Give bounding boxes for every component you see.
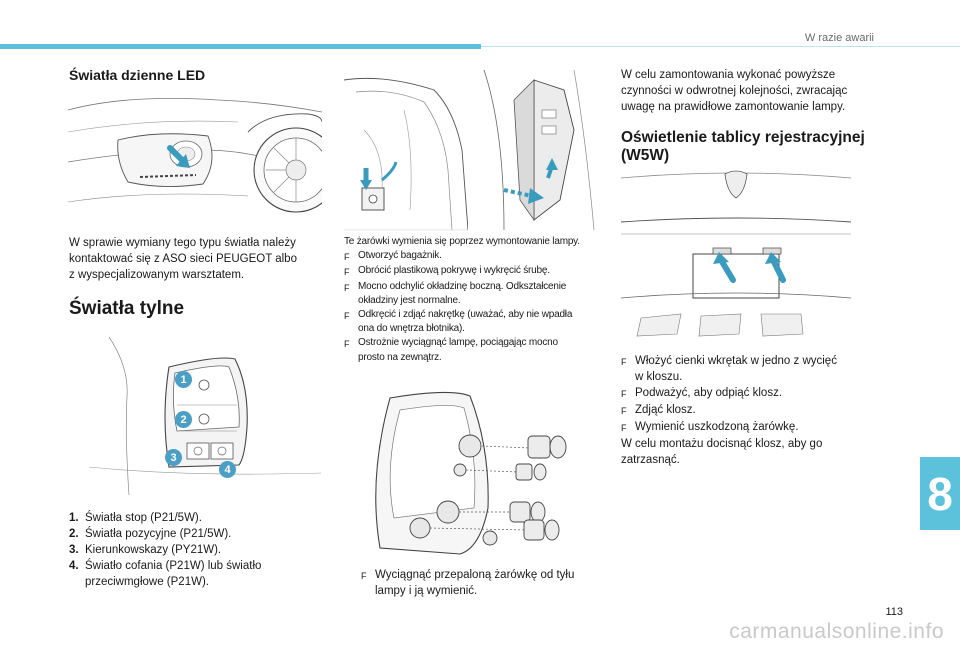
text-line: z wyspecjalizowanym warsztatem. (69, 269, 245, 281)
callout-badge: 2 (175, 411, 192, 428)
bullet-icon: F (621, 389, 627, 399)
list-text: w kloszu. (635, 371, 683, 383)
list-item: F Mocno odchylić okładzinę boczną. Odksz… (344, 280, 604, 308)
bullet-icon: F (621, 357, 627, 367)
text-line: kontaktować się z ASO sieci PEUGEOT albo (69, 253, 297, 265)
list-item: F Wyciągnąć przepaloną żarówkę od tyłu l… (361, 567, 601, 599)
callout-badge: 1 (175, 371, 192, 388)
list-item: F Wymienić uszkodzoną żarówkę. (621, 419, 861, 436)
bullet-icon: F (344, 311, 350, 322)
list-text: Światła stop (P21/5W). (85, 512, 202, 524)
list-item: 3. Kierunkowskazy (PY21W). (69, 542, 329, 558)
side-trim-illustration (474, 70, 598, 232)
list-text: Światła pozycyjne (P21/5W). (85, 528, 232, 540)
page-number: 113 (885, 606, 903, 618)
list-text: Włożyć cienki wkrętak w jedno z wycięć (635, 355, 837, 367)
list-text: Mocno odchylić okładzinę boczną. Odkszta… (358, 280, 567, 292)
drl-heading: Światła dzienne LED (69, 67, 206, 83)
bullet-icon: F (344, 339, 350, 350)
watermark: carmanualsonline.info (729, 620, 944, 643)
bullet-icon: F (621, 423, 627, 433)
text-line: uwagę na prawidłowe zamontowanie lampy. (621, 101, 846, 113)
rear-lights-heading: Światła tylne (69, 298, 185, 319)
list-text: Obrócić plastikową pokrywę i wykręcić śr… (358, 265, 550, 277)
heading-line: (W5W) (621, 147, 670, 164)
list-text: okładziny jest normalne. (358, 294, 461, 306)
rear-lamp-illustration: 1 2 3 4 (69, 327, 321, 497)
plate-light-heading: Oświetlenie tablicy rejestracyjnej (W5W) (621, 129, 865, 165)
bullet-icon: F (621, 406, 627, 416)
list-number: 4. (69, 560, 79, 572)
header-accent-bar (0, 44, 481, 49)
plate-light-illustration (621, 168, 851, 338)
list-number: 2. (69, 528, 79, 540)
text-line: W sprawie wymiany tego typu światła nale… (69, 237, 296, 249)
list-item: F Podważyć, aby odpiąć klosz. (621, 385, 861, 402)
lamp-bulb-holders-illustration (360, 388, 596, 556)
list-item: F Obrócić plastikową pokrywę i wykręcić … (344, 264, 604, 279)
list-item: 2. Światła pozycyjne (P21/5W). (69, 526, 329, 542)
list-number: 3. (69, 544, 79, 556)
list-item: F Zdjąć klosz. (621, 402, 861, 419)
list-item: 1. Światła stop (P21/5W). (69, 510, 329, 526)
drl-paragraph: W sprawie wymiany tego typu światła nale… (69, 235, 297, 283)
list-item: F Otworzyć bagażnik. (344, 249, 604, 264)
list-text: Wyciągnąć przepaloną żarówkę od tyłu (375, 569, 575, 581)
drl-illustration (68, 92, 322, 230)
trunk-cover-illustration (344, 70, 468, 232)
callout-badge: 3 (165, 449, 182, 466)
section-title: W razie awarii (804, 32, 874, 44)
list-text: przeciwmgłowe (P21W). (85, 576, 209, 588)
list-text: ona do wnętrza błotnika). (358, 323, 465, 335)
list-text: Wymienić uszkodzoną żarówkę. (635, 421, 799, 433)
bullet-icon: F (344, 282, 350, 293)
reassembly-paragraph: W celu zamontowania wykonać powyższe czy… (621, 67, 891, 115)
list-item: F Ostrożnie wyciągnąć lampę, pociągając … (344, 336, 604, 364)
bulb-list: 1. Światła stop (P21/5W). 2. Światła poz… (69, 510, 329, 590)
list-text: Ostrożnie wyciągnąć lampę, pociągając mo… (358, 337, 558, 349)
instructions-intro: Te żarówki wymienia się poprzez wymontow… (344, 236, 580, 247)
bullet-icon: F (344, 267, 350, 278)
list-item: F Włożyć cienki wkrętak w jedno z wycięć… (621, 353, 861, 385)
bullet-icon: F (361, 571, 367, 581)
list-text: Podważyć, aby odpiąć klosz. (635, 387, 783, 399)
list-text: lampy i ją wymienić. (375, 585, 478, 597)
list-item: 4. Światło cofania (P21W) lub światło pr… (69, 558, 329, 590)
list-text: Zdjąć klosz. (635, 404, 696, 416)
list-text: Kierunkowskazy (PY21W). (85, 544, 222, 556)
list-text: Odkręcić i zdjąć nakrętkę (uważać, aby n… (358, 309, 573, 321)
text-line: czynności w odwrotnej kolejności, zwraca… (621, 85, 848, 97)
heading-line: Oświetlenie tablicy rejestracyjnej (621, 129, 865, 146)
lamp-removal-instructions: Te żarówki wymienia się poprzez wymontow… (344, 235, 604, 365)
bullet-icon: F (344, 252, 350, 263)
list-text: Otworzyć bagażnik. (358, 250, 442, 262)
list-item: F Odkręcić i zdjąć nakrętkę (uważać, aby… (344, 308, 604, 336)
bottom-step: F Wyciągnąć przepaloną żarówkę od tyłu l… (361, 567, 601, 599)
text-line: zatrzasnąć. (621, 454, 680, 466)
chapter-tab: 8 (920, 457, 960, 530)
list-text: Światło cofania (P21W) lub światło (85, 560, 262, 572)
plate-light-steps: F Włożyć cienki wkrętak w jedno z wycięć… (621, 353, 861, 468)
text-line: W celu zamontowania wykonać powyższe (621, 69, 836, 81)
list-text: prosto na zewnątrz. (358, 351, 442, 363)
text-line: W celu montażu docisnąć klosz, aby go (621, 438, 823, 450)
header-rule (481, 46, 960, 47)
callout-badge: 4 (219, 461, 236, 478)
list-number: 1. (69, 512, 79, 524)
